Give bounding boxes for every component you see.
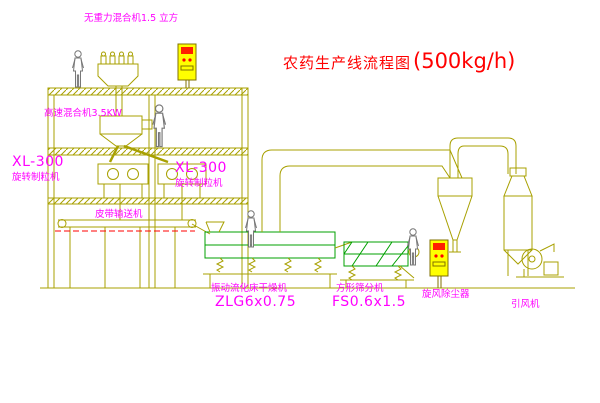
label-sieve-name: 方形筛分机 <box>336 283 384 294</box>
cyclone-separator <box>437 137 517 253</box>
label-induced-draft-fan: 引风机 <box>511 299 540 310</box>
square-sieve <box>340 241 420 288</box>
fluid-bed-dryer <box>203 221 353 288</box>
worker-sieve <box>407 228 419 266</box>
label-zero-gravity-mixer: 无重力混合机1.5 立方 <box>84 13 179 24</box>
diagram-title-text: 农药生产线流程图 <box>283 54 412 72</box>
worker-figures <box>72 50 419 266</box>
label-dryer-model: ZLG6x0.75 <box>215 294 297 310</box>
label-granulator-left-name: 旋转制粒机 <box>12 172 60 183</box>
worker-dryer <box>245 210 257 248</box>
granulator-1 <box>97 163 149 220</box>
induced-draft-fan <box>516 243 564 278</box>
worker-roof <box>72 50 84 88</box>
granulator-2 <box>157 163 207 220</box>
dust-collector-column <box>503 167 533 276</box>
label-belt-conveyor: 皮带输送机 <box>95 209 143 220</box>
control-cabinet-1 <box>177 43 197 88</box>
label-granulator-mid-name: 旋转制粒机 <box>175 178 223 189</box>
building-frame <box>40 87 575 289</box>
belt-conveyor <box>57 219 211 288</box>
label-cyclone-dust-collector: 旋风除尘器 <box>422 289 470 300</box>
label-granulator-left-model: XL-300 <box>12 154 64 170</box>
label-sieve-model: FS0.6x1.5 <box>332 294 407 310</box>
zero-gravity-mixer <box>97 51 139 116</box>
label-high-speed-mixer: 高速混合机3.5KW <box>44 108 122 119</box>
control-cabinet-2 <box>429 239 449 288</box>
high-speed-mixer <box>99 115 169 164</box>
label-granulator-mid-model: XL-300 <box>175 160 227 176</box>
diagram-title: 农药生产线流程图 (500kg/h) <box>283 49 515 73</box>
label-dryer-name: 振动流化床干燥机 <box>211 283 288 294</box>
exhaust-duct <box>261 149 463 232</box>
diagram-title-capacity: (500kg/h) <box>413 49 516 73</box>
